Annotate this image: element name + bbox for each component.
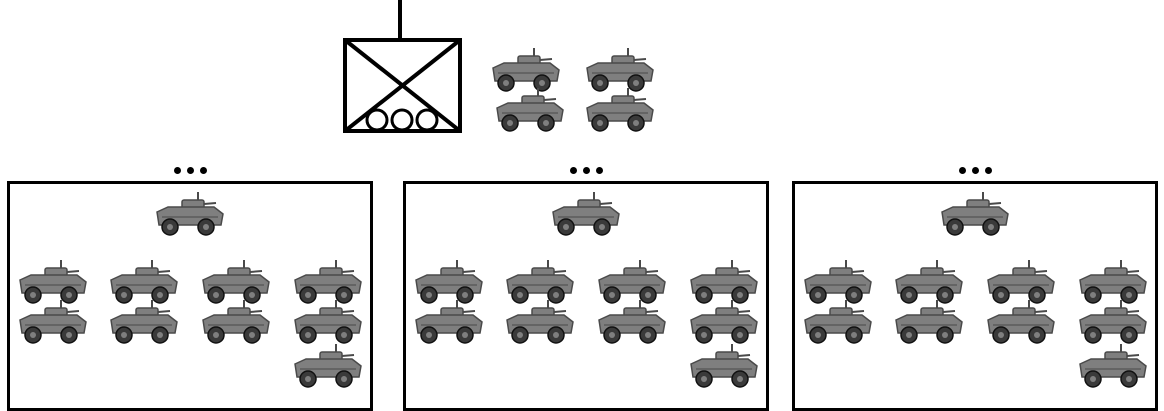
echelon-dot <box>972 167 979 174</box>
echelon-dots-icon <box>567 162 607 178</box>
armored-vehicle-icon <box>596 298 668 346</box>
armored-vehicle-icon <box>17 298 89 346</box>
echelon-dot <box>985 167 992 174</box>
echelon-dot <box>596 167 603 174</box>
armored-vehicle-icon <box>413 298 485 346</box>
echelon-dot <box>583 167 590 174</box>
track-wheel-icon <box>392 110 412 130</box>
hq-unit-symbol <box>340 0 465 136</box>
armored-vehicle-icon <box>550 190 622 238</box>
armored-vehicle-icon <box>108 298 180 346</box>
armored-vehicle-icon <box>893 298 965 346</box>
echelon-dots-icon <box>171 162 211 178</box>
armored-vehicle-icon <box>802 298 874 346</box>
echelon-dot <box>570 167 577 174</box>
armored-vehicle-icon <box>584 86 656 134</box>
armored-vehicle-icon <box>504 298 576 346</box>
armored-vehicle-icon <box>292 342 364 390</box>
echelon-dots-icon <box>956 162 996 178</box>
echelon-dot <box>174 167 181 174</box>
armored-vehicle-icon <box>1077 342 1149 390</box>
armored-vehicle-icon <box>1077 298 1149 346</box>
armored-vehicle-icon <box>494 86 566 134</box>
armored-vehicle-icon <box>154 190 226 238</box>
echelon-dot <box>187 167 194 174</box>
track-wheel-icon <box>417 110 437 130</box>
echelon-dot <box>200 167 207 174</box>
org-chart <box>0 0 1164 402</box>
echelon-dot <box>959 167 966 174</box>
track-wheel-icon <box>367 110 387 130</box>
armored-vehicle-icon <box>688 342 760 390</box>
armored-vehicle-icon <box>688 298 760 346</box>
armored-vehicle-icon <box>200 298 272 346</box>
armored-vehicle-icon <box>985 298 1057 346</box>
armored-vehicle-icon <box>939 190 1011 238</box>
armored-vehicle-icon <box>292 298 364 346</box>
